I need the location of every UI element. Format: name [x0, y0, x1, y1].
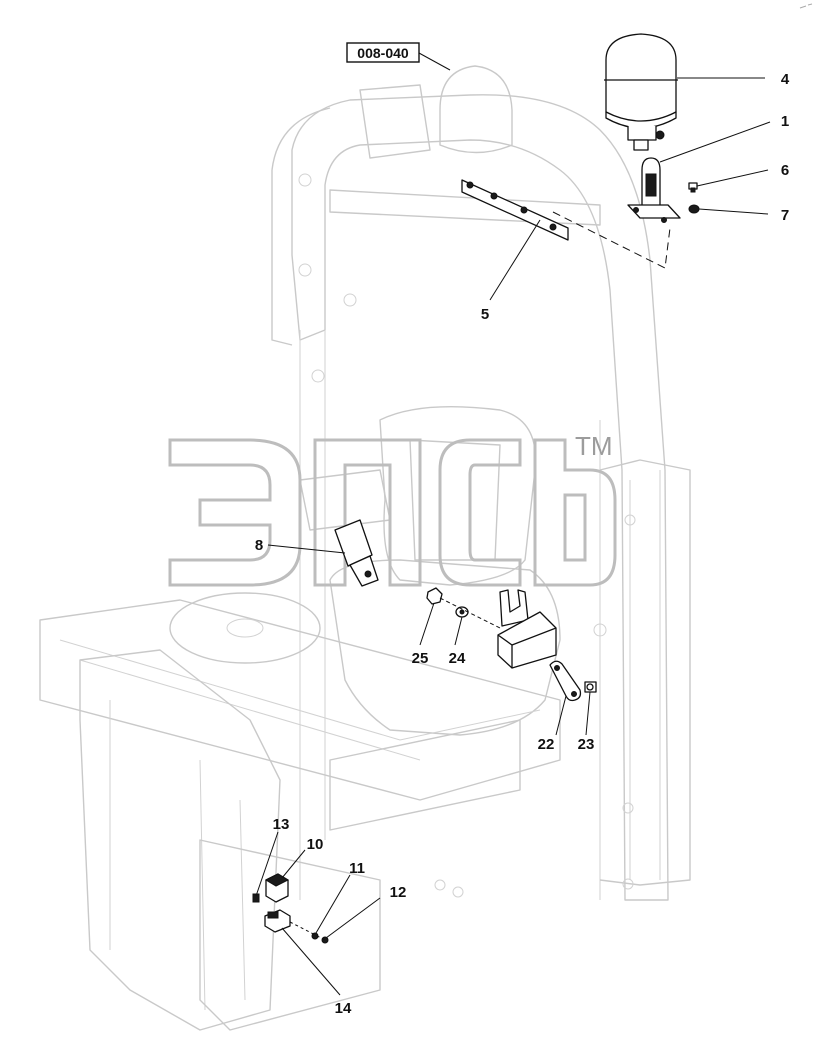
- callout-25: 25: [412, 650, 429, 667]
- callout-14: 14: [335, 1000, 352, 1017]
- seatbelt-buckle-part-8: [334, 519, 379, 587]
- relay-part-10: [264, 873, 290, 903]
- mounting-plate-part-5: [461, 179, 569, 241]
- callout-7: 7: [781, 207, 789, 224]
- callout-12: 12: [390, 884, 407, 901]
- callout-4: 4: [781, 71, 790, 88]
- reference-box-label: 008-040: [357, 45, 409, 61]
- watermark-logo: TM: [168, 431, 617, 587]
- callout-10: 10: [307, 836, 324, 853]
- callout-5: 5: [481, 306, 489, 323]
- washer-part-7: [688, 204, 700, 214]
- callout-23: 23: [578, 736, 595, 753]
- screw-part-13: [252, 893, 260, 903]
- bolt-part-6: [688, 182, 698, 193]
- beacon-bracket-part-1: [627, 157, 681, 223]
- leader-lines: [255, 77, 771, 996]
- anchor-plate-part-22: [549, 660, 582, 702]
- nut-part-25: [426, 587, 443, 605]
- beacon-lamp-part-4: [604, 33, 678, 151]
- callout-24: 24: [449, 650, 466, 667]
- callout-22: 22: [538, 736, 555, 753]
- callout-1: 1: [781, 113, 789, 130]
- seatbelt-retractor: [497, 589, 557, 669]
- relay-socket-part-14: [264, 909, 291, 933]
- assembly-line-relay: [289, 921, 326, 941]
- corner-mark: [799, 3, 813, 9]
- callout-6: 6: [781, 162, 789, 179]
- nut-part-12: [321, 936, 329, 944]
- callout-13: 13: [273, 816, 290, 833]
- bolt-part-23: [584, 681, 597, 693]
- watermark-tm: TM: [575, 431, 613, 461]
- assembly-line-plate: [552, 211, 671, 269]
- reference-box: 008-040: [346, 42, 451, 71]
- callout-11: 11: [349, 860, 365, 877]
- callout-8: 8: [255, 537, 263, 554]
- assembly-line-belt: [439, 597, 501, 629]
- callout-labels: 4 1 6 7 5 8 25 24 22 23 13 10 11 12 14: [255, 71, 790, 1017]
